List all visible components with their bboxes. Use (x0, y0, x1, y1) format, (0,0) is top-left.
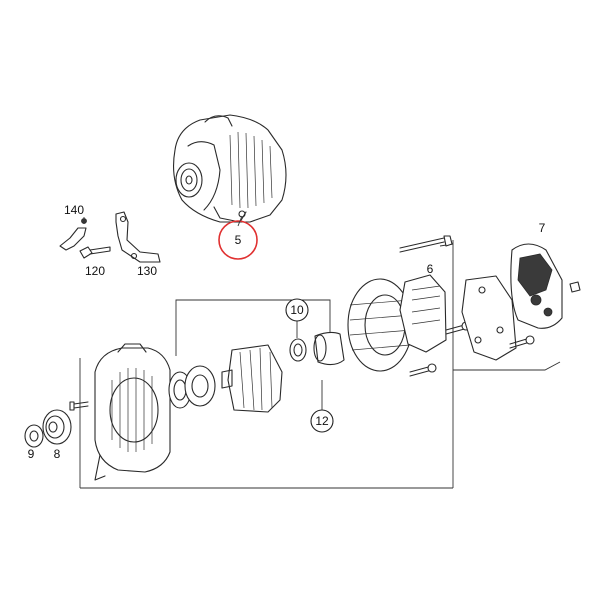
callout-7[interactable]: 7 (539, 221, 546, 235)
exploded-frame (79, 240, 561, 489)
callout-12[interactable]: 12 (315, 414, 329, 428)
bracket-130[interactable] (115, 211, 161, 263)
rear-cover-7[interactable] (510, 243, 563, 329)
bolt-right[interactable] (509, 335, 535, 349)
rectifier-plate[interactable] (461, 275, 517, 361)
bolt-120[interactable] (79, 246, 111, 259)
pulley-8[interactable] (42, 409, 72, 445)
callout-9[interactable]: 9 (28, 447, 35, 461)
nut-rear[interactable] (569, 281, 581, 293)
retainer-plate[interactable] (184, 365, 216, 407)
callout-5[interactable]: 5 (235, 233, 242, 247)
clip-140[interactable] (59, 218, 87, 251)
nut-9[interactable] (24, 424, 44, 448)
bolt-pulley[interactable] (69, 401, 89, 411)
through-bolt[interactable] (399, 235, 453, 253)
leader-5 (237, 215, 243, 227)
bearing-10b[interactable] (313, 331, 345, 366)
drive-end-housing[interactable] (94, 343, 171, 481)
regulator-6[interactable] (399, 274, 447, 353)
callout-ring-10 (285, 298, 309, 322)
callout-130[interactable]: 130 (137, 264, 157, 278)
alternator-assembly[interactable] (173, 114, 287, 223)
callout-10[interactable]: 10 (290, 303, 304, 317)
bearing-10a[interactable] (289, 338, 307, 362)
rotor[interactable] (221, 344, 283, 413)
highlight-ring (218, 220, 258, 260)
callout-140[interactable]: 140 (64, 203, 84, 217)
callout-8[interactable]: 8 (54, 447, 61, 461)
stator[interactable] (347, 278, 413, 372)
callout-6[interactable]: 6 (427, 262, 434, 276)
bolt-mid-b[interactable] (409, 363, 437, 377)
callout-120[interactable]: 120 (85, 264, 105, 278)
